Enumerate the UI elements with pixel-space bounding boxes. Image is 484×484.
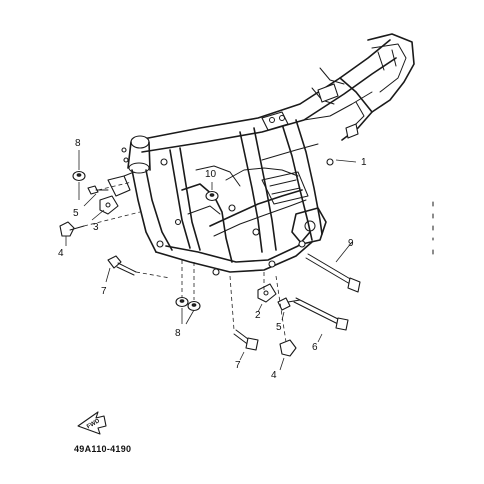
bolt-4-lower xyxy=(279,339,297,357)
bolt-7-upper xyxy=(107,255,137,276)
callout-4-upper: 4 xyxy=(58,248,64,259)
callout-6: 6 xyxy=(312,342,318,353)
main-frame xyxy=(107,33,415,276)
nut-8-upper xyxy=(72,170,86,182)
bracket-2 xyxy=(257,283,277,303)
bolt-4-upper xyxy=(59,221,85,237)
callout-5-upper: 5 xyxy=(73,208,79,219)
callout-7-lower: 7 xyxy=(235,360,241,371)
callout-3: 3 xyxy=(93,222,99,233)
callout-1: 1 xyxy=(361,157,367,168)
bolt-9 xyxy=(305,253,361,293)
callout-4-lower: 4 xyxy=(271,370,277,381)
callout-10: 10 xyxy=(205,169,217,180)
reference-code: 49A110-4190 xyxy=(74,444,131,454)
nut-8-lower xyxy=(175,296,201,312)
callout-2: 2 xyxy=(255,310,261,321)
callouts: 1 2 3 4 4 5 5 6 7 7 8 8 9 10 xyxy=(58,138,367,381)
bolt-5-lower xyxy=(277,297,301,311)
fwd-arrow-icon: FWD xyxy=(77,411,107,435)
callout-7-upper: 7 xyxy=(101,286,107,297)
callout-8-lower: 8 xyxy=(175,328,181,339)
bracket-3 xyxy=(99,195,119,215)
leader-lines xyxy=(65,150,357,371)
bolt-6 xyxy=(293,297,349,331)
callout-8-upper: 8 xyxy=(75,138,81,149)
bolt-7-lower xyxy=(233,329,259,351)
nut-10 xyxy=(205,190,219,202)
hardware xyxy=(59,170,361,357)
callout-5-lower: 5 xyxy=(276,322,282,333)
callout-9: 9 xyxy=(348,238,354,249)
